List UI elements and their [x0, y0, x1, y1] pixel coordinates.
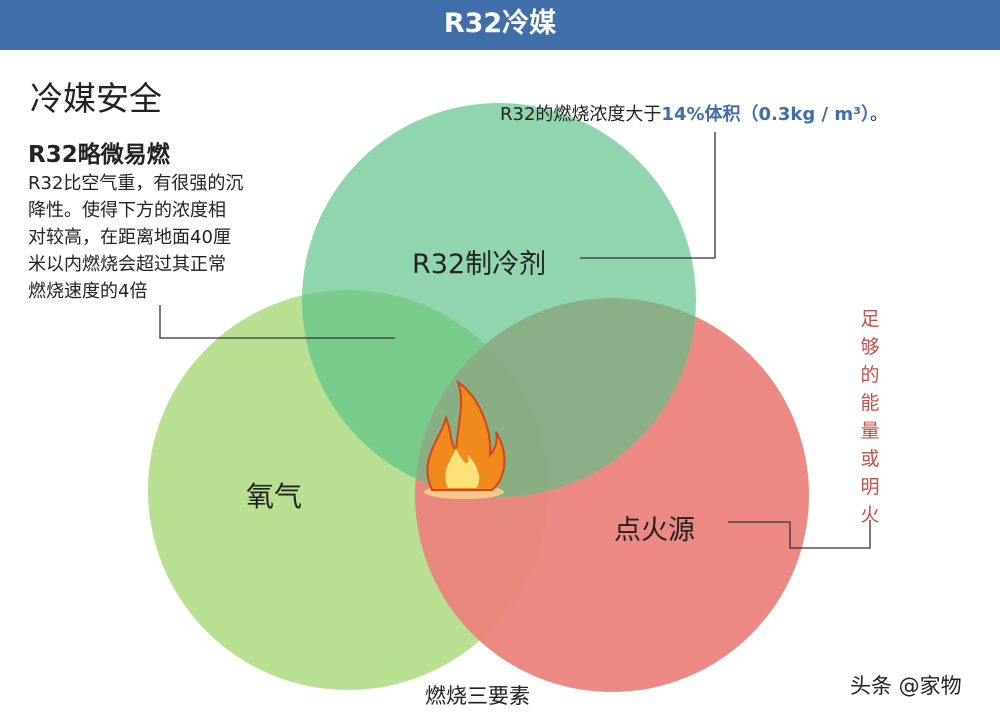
note-line: 燃烧速度的4倍 — [28, 281, 148, 302]
note-line: 米以内燃烧会超过其正常 — [28, 254, 226, 275]
ignition-note-char: 足 — [860, 308, 880, 330]
ignition-label: 点火源 — [614, 515, 695, 546]
refrigerant-circle — [302, 103, 696, 497]
header-title: R32冷媒 — [0, 0, 1000, 50]
ignition-note-char: 量 — [860, 420, 880, 442]
ignition-note-char: 能 — [860, 392, 880, 414]
ignition-note-char: 的 — [860, 364, 880, 386]
note-body: R32比空气重，有很强的沉 降性。使得下方的浓度相 对较高，在距离地面40厘 米… — [28, 170, 243, 305]
note-line: 降性。使得下方的浓度相 — [28, 200, 226, 221]
oxygen-label: 氧气 — [246, 480, 303, 513]
leader-lines — [159, 132, 871, 549]
concentration-value: 14%体积（0.3kg / m³） — [661, 104, 870, 125]
section-title: 冷媒安全 — [30, 79, 162, 118]
note-line: 对较高，在距离地面40厘 — [28, 227, 231, 248]
refrigerant-label: R32制冷剂 — [412, 249, 547, 280]
ignition-note-char: 明 — [860, 476, 880, 498]
ignition-note-char: 火 — [860, 504, 880, 526]
note-title: R32略微易燃 — [28, 142, 170, 168]
ignition-note: 足 够 的 能 量 或 明 火 — [858, 305, 882, 529]
caption: 燃烧三要素 — [425, 684, 530, 708]
ignition-note-char: 够 — [860, 336, 880, 358]
ignition-note-char: 或 — [860, 448, 880, 470]
flame-icon — [424, 379, 506, 499]
concentration-suffix: 。 — [870, 104, 888, 125]
credit: 头条 @家物 — [850, 674, 962, 698]
note-line: R32比空气重，有很强的沉 — [28, 173, 244, 194]
concentration-prefix: R32的燃烧浓度大于 — [500, 104, 662, 125]
concentration-note: R32的燃烧浓度大于14%体积（0.3kg / m³）。 — [500, 100, 888, 126]
